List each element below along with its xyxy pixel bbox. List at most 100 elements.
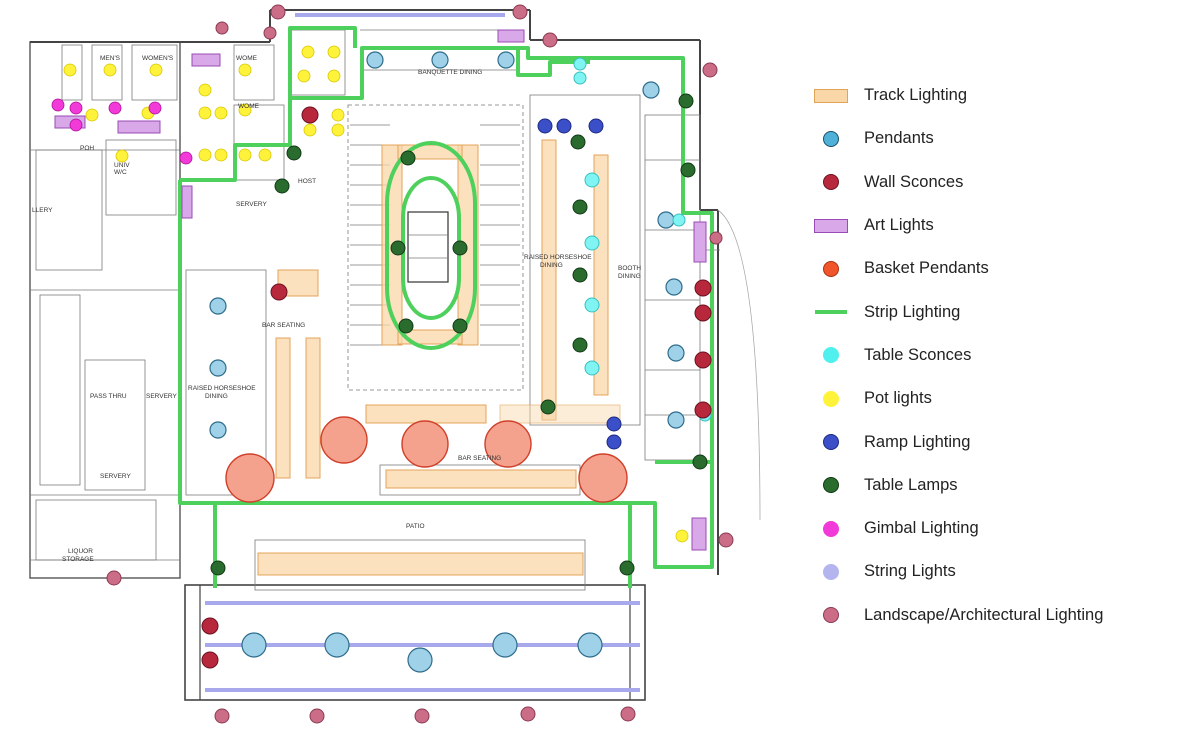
pendant [431,51,449,69]
pot-light [238,148,252,162]
basket-pendant [578,453,628,503]
room-label: PASS THRU [90,393,127,400]
table-lamp [390,240,406,256]
legend-label: Landscape/Architectural Lighting [864,605,1104,624]
pendant [241,632,267,658]
ramp-light [588,118,604,134]
pendant [324,632,350,658]
table-sconce [573,57,587,71]
legend-item: Pot lights [812,377,1182,420]
landscape-light [309,708,325,724]
room-label: SERVERY [236,201,267,208]
pot-light [327,69,341,83]
wall-sconce [694,279,712,297]
legend-swatch [812,174,850,191]
room-label: HOST [298,178,316,185]
legend-item: Ramp Lighting [812,420,1182,463]
legend-swatch [812,563,850,580]
table-lamp [452,240,468,256]
legend-item: Pendants [812,117,1182,160]
table-lamp [572,337,588,353]
legend-label: Basket Pendants [864,259,989,278]
basket-pendant [484,420,532,468]
legend-item: Landscape/Architectural Lighting [812,594,1182,637]
track-light [593,154,609,396]
legend-item: Track Lighting [812,74,1182,117]
pot-light [198,148,212,162]
gimbal-light [148,101,162,115]
pot-light [63,63,77,77]
strip-light-perimeter [178,26,714,569]
art-light [497,29,525,43]
table-lamp [619,560,635,576]
pendant [667,344,685,362]
room-label: MEN'S [100,55,121,62]
landscape-light [709,231,723,245]
pendant [577,632,603,658]
room-label: BOOTH [618,265,641,272]
landscape-light [620,706,636,722]
table-lamp [540,399,556,415]
track-light [365,404,487,424]
pot-light [238,103,252,117]
track-light [275,337,291,479]
landscape-light [214,708,230,724]
gimbal-light [69,101,83,115]
room-labels: BAR SEATING RAISED HORSESHOE DINING RAIS… [32,55,641,563]
table-lamp [680,162,696,178]
room-label: BAR SEATING [458,455,501,462]
gimbal-light [108,101,122,115]
basket-pendant [225,453,275,503]
landscape-light [215,21,229,35]
pendant [209,359,227,377]
pendant [492,632,518,658]
pot-light [327,45,341,59]
room-label: RAISED HORSESHOE [524,254,592,261]
landscape-light [270,4,286,20]
table-lamp [572,267,588,283]
track-light [385,469,577,489]
legend-swatch [812,434,850,451]
pendant [366,51,384,69]
legend-item: Table Sconces [812,334,1182,377]
legend-label: Table Sconces [864,345,972,364]
table-lamp [274,178,290,194]
legend-swatch [812,260,850,277]
legend-swatch [812,88,850,104]
strip-light-banquette [516,48,590,77]
legend-item: Strip Lighting [812,290,1182,333]
table-sconce [584,235,600,251]
pendant [497,51,515,69]
legend-label: Art Lights [864,216,934,235]
pendant [665,278,683,296]
legend-swatch [812,218,850,234]
legend-label: Pendants [864,129,934,148]
basket-pendants-group [225,416,628,503]
pot-light [149,63,163,77]
floor-plan-linework [29,9,761,701]
track-light [541,139,557,421]
strip-light-oval-outer [385,141,477,350]
pot-lights-group [63,45,689,543]
room-label: LIQUOR [68,548,93,555]
pot-light [331,108,345,122]
legend-swatch [812,477,850,494]
table-sconce [584,172,600,188]
track-light [397,329,463,345]
room-label: BAR SEATING [262,322,305,329]
table-sconce [584,360,600,376]
room-label: W/C [114,169,127,176]
legend-swatch [812,347,850,364]
pot-light [331,123,345,137]
wall-sconce [694,304,712,322]
table-lamp [452,318,468,334]
pot-light [297,69,311,83]
art-light [693,221,707,263]
room-label: WOMEN'S [142,55,174,62]
room-label: PATIO [406,523,425,530]
pendant [209,297,227,315]
legend-swatch [812,607,850,624]
track-light [499,404,621,424]
ramp-light [606,434,622,450]
